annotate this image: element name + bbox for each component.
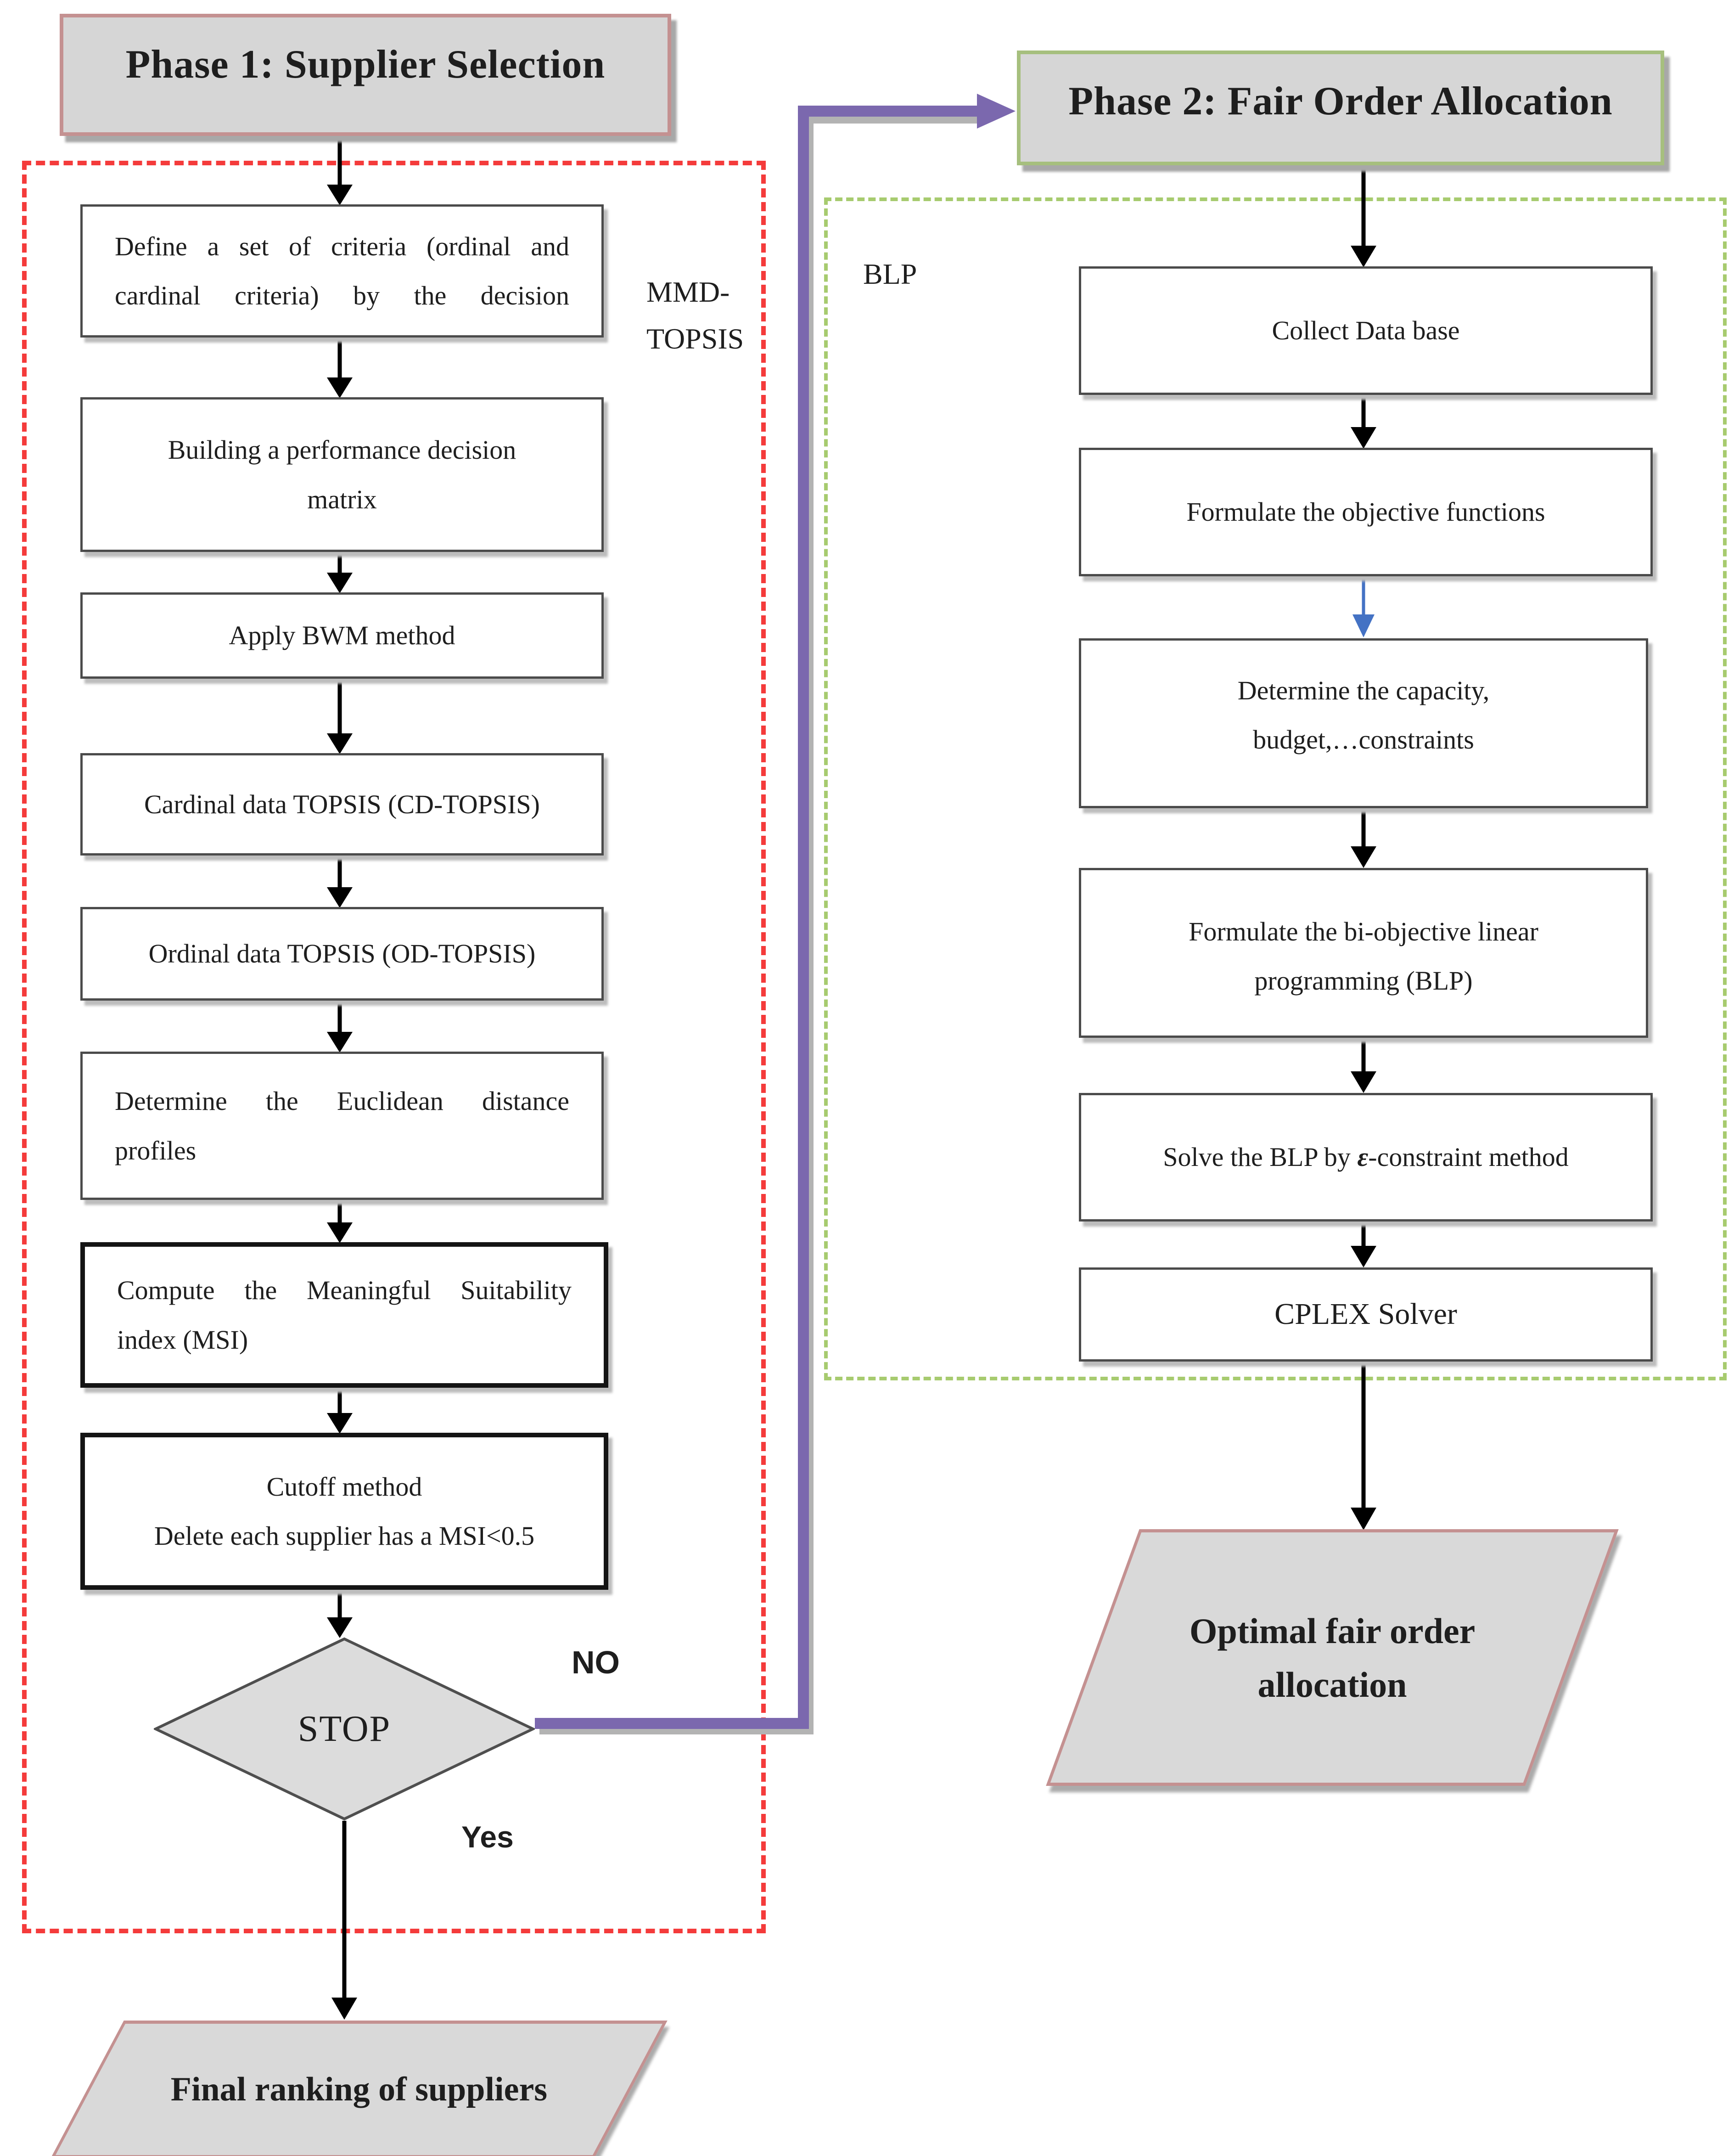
arrow-stop-to-final-ranking	[331, 1821, 357, 2020]
blp-group-label: BLP	[863, 258, 917, 290]
box-apply-bwm-line1: Apply BWM method	[229, 620, 455, 651]
purple-connector	[535, 94, 1016, 1729]
box-bi-objective-blp-line1: Formulate the bi-objective linear	[1189, 917, 1538, 946]
box-solve-epsilon-constraint: Solve the BLP by ε-constraint method	[1079, 1093, 1653, 1222]
box-define-criteria: Define a set of criteria (ordinal and ca…	[80, 204, 604, 338]
phase2-header-title: Phase 2: Fair Order Allocation	[1068, 79, 1613, 124]
box-compute-msi-line2: index (MSI)	[117, 1324, 248, 1355]
box-collect-database-line1: Collect Data base	[1272, 315, 1460, 346]
stop-diamond-shape	[154, 1637, 535, 1821]
arrow-capacity-to-blp	[1351, 809, 1376, 868]
box-performance-matrix-line1: Building a performance decision	[168, 435, 516, 465]
arrow-odtopsis-to-euclidean	[327, 1000, 353, 1053]
arrow-header2-to-collect	[1351, 168, 1376, 267]
box-apply-bwm: Apply BWM method	[80, 592, 604, 679]
arrow-euclidean-to-msi	[327, 1199, 353, 1243]
mmd-topsis-line2: TOPSIS	[646, 322, 744, 355]
box-objective-functions: Formulate the objective functions	[1079, 448, 1653, 576]
box-performance-matrix: Building a performance decision matrix	[80, 397, 604, 552]
box-cutoff-method-line2: Delete each supplier has a MSI<0.5	[154, 1521, 535, 1551]
optimal-allocation-line1: Optimal fair order	[1189, 1610, 1476, 1651]
box-cutoff-method: Cutoff method Delete each supplier has a…	[80, 1433, 608, 1590]
epsilon-symbol: ε	[1357, 1142, 1369, 1172]
arrow-define-to-building	[327, 338, 353, 398]
box-compute-msi-line1: Compute the Meaningful Suitability	[117, 1275, 572, 1306]
arrow-blp-to-solve	[1351, 1039, 1376, 1093]
mmd-topsis-line1: MMD-	[646, 276, 730, 308]
box-capacity-constraints-line2: budget,…constraints	[1253, 725, 1474, 755]
box-define-criteria-line2: cardinal criteria) by the decision	[115, 281, 569, 310]
arrow-objective-to-capacity-blue	[1352, 573, 1375, 637]
solve-post-text: -constraint method	[1368, 1142, 1569, 1172]
box-euclidean-distance: Determine the Euclidean distance profile…	[80, 1052, 604, 1200]
box-capacity-constraints-line1: Determine the capacity,	[1237, 676, 1490, 705]
optimal-allocation-label: Optimal fair order allocation	[1190, 1604, 1475, 1711]
box-cd-topsis-line1: Cardinal data TOPSIS (CD-TOPSIS)	[144, 789, 540, 819]
phase2-dashed-frame	[824, 197, 1727, 1380]
solve-pre-text: Solve the BLP by	[1163, 1142, 1358, 1172]
arrow-collect-to-objective	[1351, 391, 1376, 449]
optimal-allocation-line2: allocation	[1257, 1664, 1407, 1705]
box-collect-database: Collect Data base	[1079, 266, 1653, 395]
box-bi-objective-blp: Formulate the bi-objective linear progra…	[1079, 868, 1648, 1038]
box-solve-epsilon-constraint-line1: Solve the BLP by ε-constraint method	[1081, 1132, 1650, 1182]
no-branch-label: NO	[572, 1644, 620, 1680]
box-euclidean-distance-line2: profiles	[115, 1135, 196, 1165]
arrow-header1-to-define	[327, 138, 353, 205]
arrow-msi-to-cutoff	[327, 1383, 353, 1434]
box-performance-matrix-line2: matrix	[307, 484, 377, 514]
box-cplex-solver-line1: CPLEX Solver	[1274, 1297, 1457, 1331]
box-objective-functions-line1: Formulate the objective functions	[1186, 497, 1545, 527]
phase1-header: Phase 1: Supplier Selection	[60, 14, 671, 136]
box-capacity-constraints: Determine the capacity, budget,…constrai…	[1079, 638, 1648, 808]
box-compute-msi: Compute the Meaningful Suitability index…	[80, 1242, 608, 1388]
yes-branch-label: Yes	[461, 1820, 514, 1854]
box-od-topsis-line1: Ordinal data TOPSIS (OD-TOPSIS)	[148, 939, 536, 969]
box-cutoff-method-line1: Cutoff method	[266, 1471, 422, 1502]
arrow-solve-to-cplex	[1351, 1218, 1376, 1267]
box-bi-objective-blp-line2: programming (BLP)	[1254, 966, 1473, 996]
phase1-header-title: Phase 1: Supplier Selection	[125, 42, 606, 87]
arrow-cplex-to-optimal	[1351, 1358, 1376, 1530]
box-euclidean-distance-line1: Determine the Euclidean distance	[115, 1086, 569, 1116]
phase2-header: Phase 2: Fair Order Allocation	[1017, 51, 1664, 165]
box-cd-topsis: Cardinal data TOPSIS (CD-TOPSIS)	[80, 753, 604, 856]
arrow-building-to-bwm	[327, 552, 353, 593]
arrow-cdtopsis-to-odtopsis	[327, 855, 353, 908]
phase1-dashed-frame	[22, 161, 766, 1933]
arrow-cutoff-to-stop	[327, 1585, 353, 1638]
stop-decision-diamond: STOP	[154, 1637, 535, 1821]
box-od-topsis: Ordinal data TOPSIS (OD-TOPSIS)	[80, 907, 604, 1001]
final-ranking-parallelogram: Final ranking of suppliers	[51, 2021, 668, 2156]
arrow-bwm-to-cdtopsis	[327, 678, 353, 754]
stop-label: STOP	[297, 1708, 391, 1749]
final-ranking-label: Final ranking of suppliers	[170, 2070, 548, 2108]
box-define-criteria-line1: Define a set of criteria (ordinal and	[115, 231, 569, 261]
optimal-allocation-parallelogram: Optimal fair order allocation	[1046, 1529, 1619, 1786]
mmd-topsis-label: MMD- TOPSIS	[646, 269, 766, 363]
box-cplex-solver: CPLEX Solver	[1079, 1267, 1653, 1362]
